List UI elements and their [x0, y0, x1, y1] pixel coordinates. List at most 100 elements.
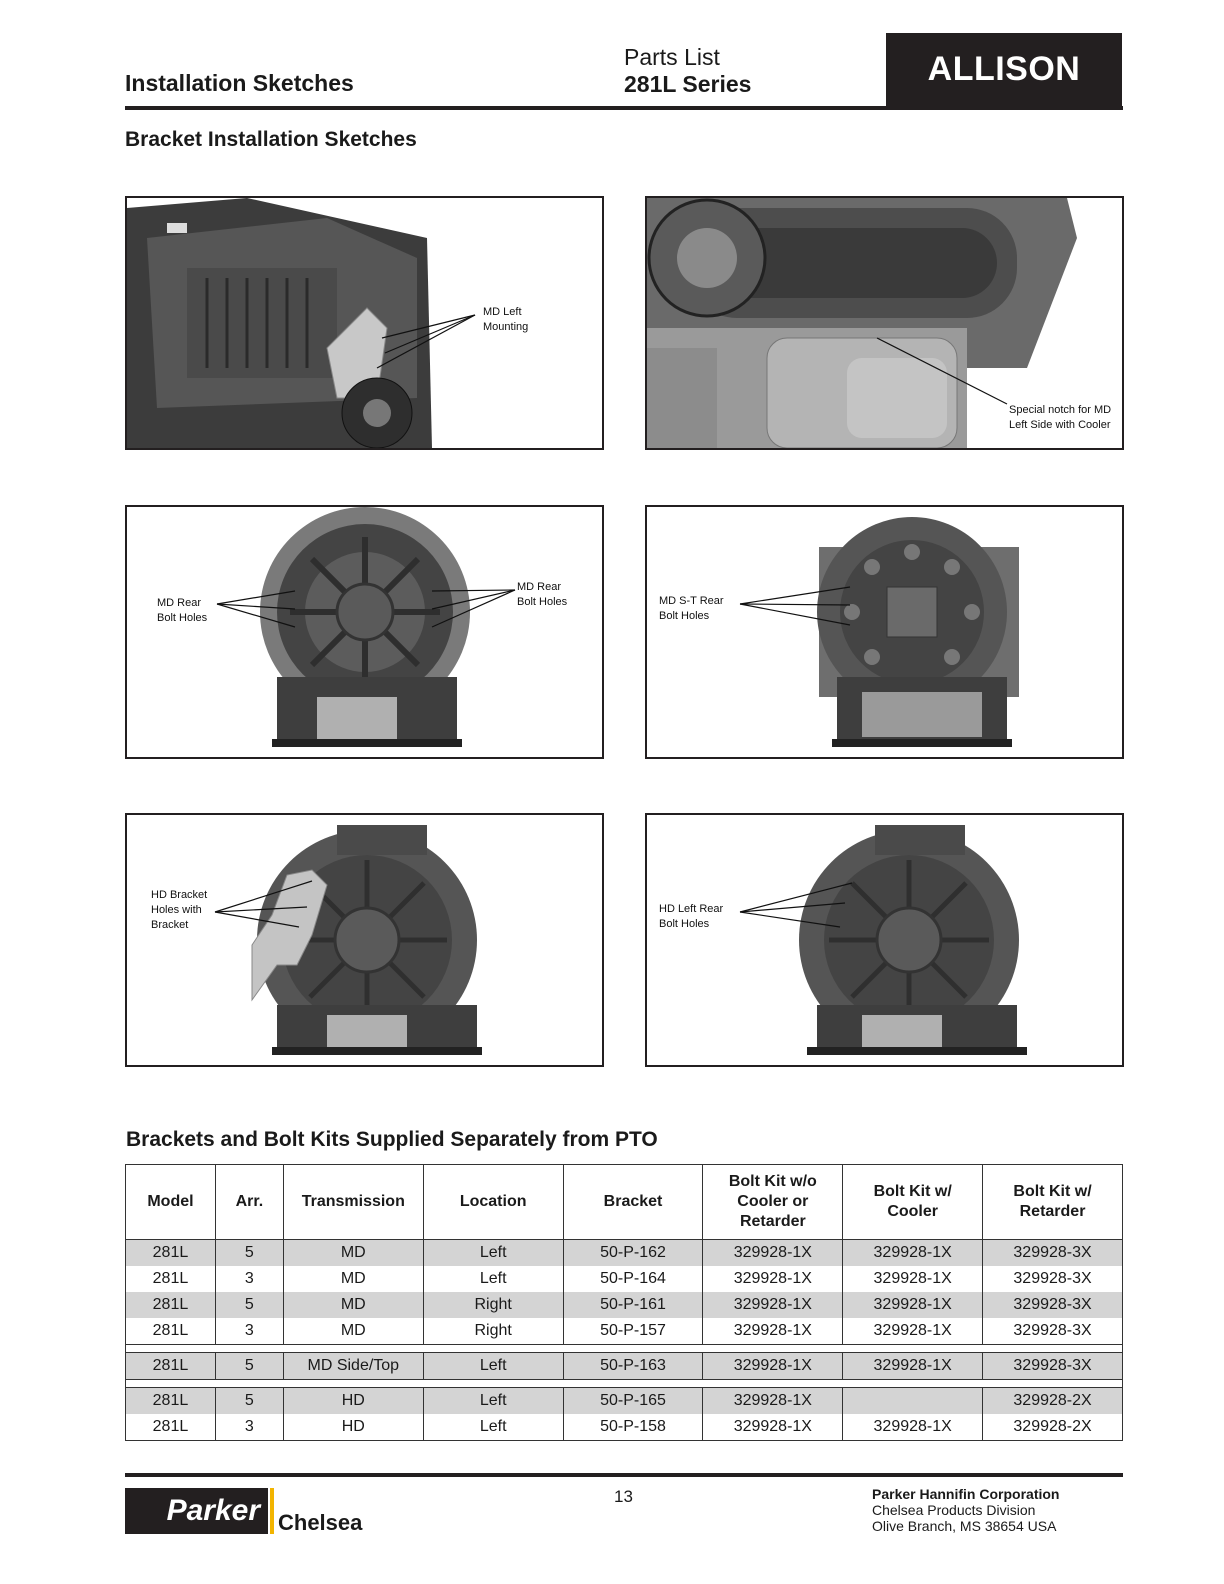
table-cell: 281L — [125, 1414, 216, 1441]
transmission-side-illustration — [127, 198, 602, 448]
callout-md-rear-left: MD Rear Bolt Holes — [157, 597, 208, 624]
sketch-panel-hd-bracket: HD Bracket Holes with Bracket — [125, 813, 604, 1067]
table-cell: 329928-1X — [842, 1266, 984, 1292]
table-cell: 329928-1X — [702, 1318, 844, 1345]
table-cell: 329928-3X — [982, 1352, 1123, 1380]
table-heading: Brackets and Bolt Kits Supplied Separate… — [126, 1128, 658, 1151]
col-bolt-kit-cooler: Bolt Kit w/ Cooler — [842, 1164, 984, 1240]
table-cell: 329928-1X — [842, 1292, 984, 1318]
table-cell: Left — [422, 1352, 564, 1380]
col-bracket: Bracket — [562, 1164, 704, 1240]
table-cell: 329928-1X — [702, 1414, 844, 1441]
footer-address: Olive Branch, MS 38654 USA — [872, 1518, 1057, 1534]
footer-rule — [125, 1473, 1123, 1477]
table-cell: 50-P-158 — [562, 1414, 704, 1441]
cooler-notch-illustration — [647, 198, 1122, 448]
page-number: 13 — [614, 1487, 633, 1506]
table-cell: 50-P-164 — [562, 1266, 704, 1292]
table-cell: Left — [422, 1387, 564, 1414]
table-cell: 281L — [125, 1387, 216, 1414]
sketch-panel-special-notch: Special notch for MD Left Side with Cool… — [645, 196, 1124, 450]
brand-label: ALLISON — [927, 50, 1081, 88]
table-cell: 329928-1X — [842, 1239, 984, 1266]
callout-md-left-mounting: MD Left Mounting — [483, 306, 529, 333]
doc-type: Parts List — [624, 44, 720, 70]
table-cell: 329928-3X — [982, 1318, 1123, 1345]
table-cell: 3 — [214, 1266, 284, 1292]
separator-cell — [125, 1344, 1123, 1353]
table-cell: 50-P-163 — [562, 1352, 704, 1380]
callout-hd-left-rear: HD Left Rear Bolt Holes — [659, 903, 724, 930]
table-cell: 50-P-157 — [562, 1318, 704, 1345]
sketches-heading: Bracket Installation Sketches — [125, 128, 417, 151]
table-cell: 329928-1X — [702, 1387, 844, 1414]
col-model: Model — [125, 1164, 216, 1240]
chelsea-logo-text: Chelsea — [278, 1510, 363, 1535]
table-cell: 329928-1X — [702, 1292, 844, 1318]
table-cell: Left — [422, 1414, 564, 1441]
table-cell: 281L — [125, 1292, 216, 1318]
table-cell: 3 — [214, 1414, 284, 1441]
table-cell: HD — [282, 1387, 424, 1414]
table-cell: 329928-3X — [982, 1239, 1123, 1266]
table-cell — [842, 1387, 984, 1414]
parker-logo: Parker — [125, 1488, 268, 1534]
table-cell: 329928-1X — [842, 1318, 984, 1345]
table-cell: 5 — [214, 1387, 284, 1414]
header-rule — [125, 106, 1123, 110]
sketch-panel-md-st-rear: MD S-T Rear Bolt Holes — [645, 505, 1124, 759]
table-cell: 50-P-162 — [562, 1239, 704, 1266]
series-title: 281L Series — [624, 71, 752, 97]
callout-md-rear-right: MD Rear Bolt Holes — [517, 581, 568, 608]
table-cell: MD — [282, 1318, 424, 1345]
col-arrangement: Arr. — [214, 1164, 284, 1240]
bracket-kit-table: Model Arr. Transmission Location Bracket… — [125, 1164, 1123, 1441]
section-title: Installation Sketches — [125, 70, 354, 96]
table-cell: 5 — [214, 1292, 284, 1318]
callout-special-notch: Special notch for MD Left Side with Cool… — [1009, 404, 1112, 431]
table-cell: HD — [282, 1414, 424, 1441]
table-cell: 329928-3X — [982, 1292, 1123, 1318]
hd-left-rear-illustration — [647, 815, 1122, 1065]
col-transmission: Transmission — [282, 1164, 424, 1240]
table-cell: 329928-1X — [702, 1352, 844, 1380]
table-cell: Right — [422, 1292, 564, 1318]
table-cell: MD Side/Top — [282, 1352, 424, 1380]
group-separator — [125, 1379, 1123, 1388]
table-cell: 3 — [214, 1318, 284, 1345]
table-cell: 50-P-165 — [562, 1387, 704, 1414]
table-cell: 329928-1X — [702, 1239, 844, 1266]
table-cell: MD — [282, 1292, 424, 1318]
table-cell: 281L — [125, 1318, 216, 1345]
table-cell: 329928-2X — [982, 1414, 1123, 1441]
table-cell: 329928-2X — [982, 1387, 1123, 1414]
logo-divider — [270, 1488, 274, 1534]
table-cell: 50-P-161 — [562, 1292, 704, 1318]
table-cell: 281L — [125, 1266, 216, 1292]
table-cell: 329928-1X — [842, 1414, 984, 1441]
footer-division: Chelsea Products Division — [872, 1502, 1036, 1518]
hd-bracket-illustration — [127, 815, 602, 1065]
table-cell: 329928-1X — [842, 1352, 984, 1380]
col-bolt-kit-retarder: Bolt Kit w/ Retarder — [982, 1164, 1123, 1240]
table-cell: 329928-3X — [982, 1266, 1123, 1292]
sketch-panel-hd-left-rear: HD Left Rear Bolt Holes — [645, 813, 1124, 1067]
table-cell: 281L — [125, 1239, 216, 1266]
callout-md-st-rear: MD S-T Rear Bolt Holes — [659, 595, 724, 622]
footer-corporation: Parker Hannifin Corporation — [872, 1486, 1060, 1502]
table-cell: MD — [282, 1266, 424, 1292]
callout-hd-bracket: HD Bracket Holes with Bracket — [151, 889, 208, 931]
md-rear-view-illustration — [127, 507, 602, 757]
table-cell: Left — [422, 1266, 564, 1292]
table-cell: 5 — [214, 1352, 284, 1380]
sketch-panel-md-left-mounting: MD Left Mounting — [125, 196, 604, 450]
table-cell: Left — [422, 1239, 564, 1266]
table-cell: 281L — [125, 1352, 216, 1380]
